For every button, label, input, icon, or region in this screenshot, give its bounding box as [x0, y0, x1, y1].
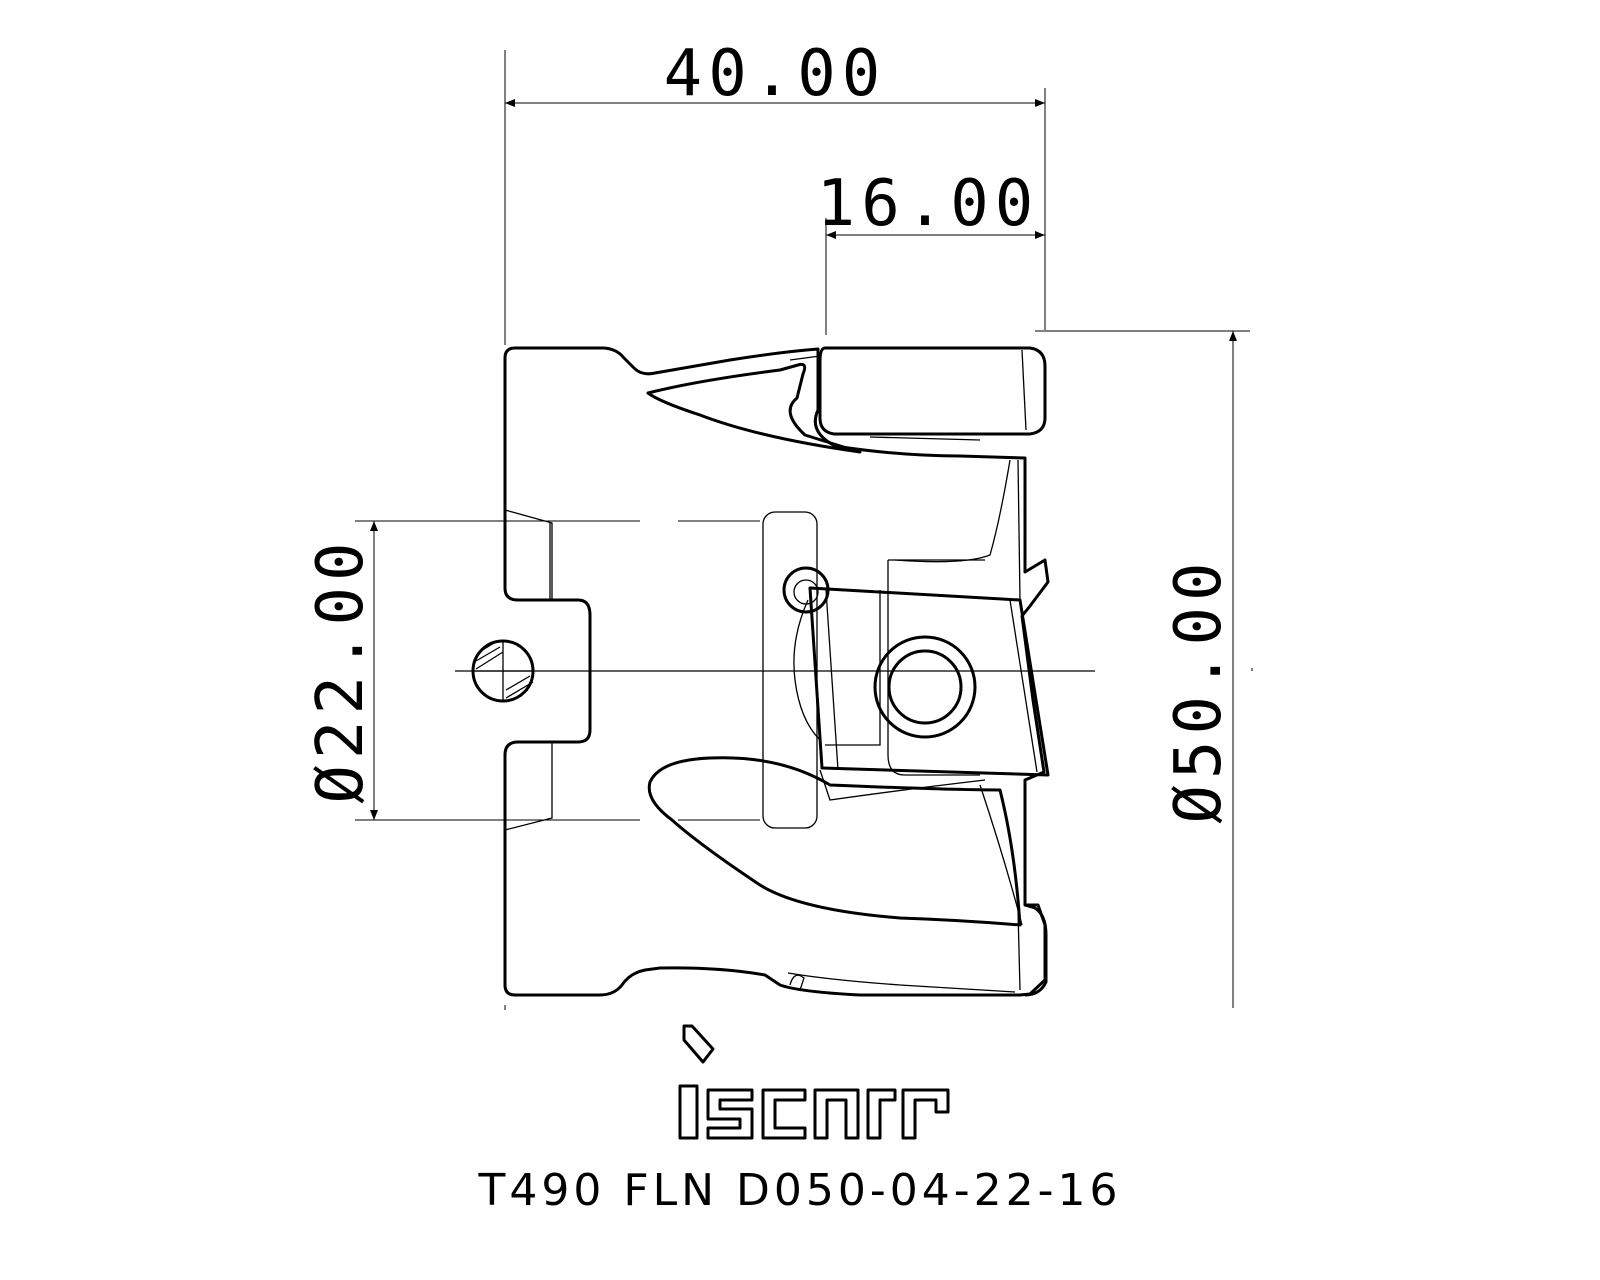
- dimension-insert-length-label: 16.00: [817, 167, 1040, 241]
- dimension-bore-diameter-label: Ø22.00: [304, 536, 378, 803]
- dimension-insert-length: 16.00: [817, 167, 1045, 335]
- insert-front: [808, 586, 1050, 777]
- product-designation: T490 FLN D050-04-22-16: [477, 1165, 1121, 1216]
- center-hole: [471, 639, 535, 703]
- insert-screw-outer: [873, 635, 977, 739]
- dimension-cutting-diameter-label: Ø50.00: [1162, 556, 1236, 823]
- dimension-cutting-diameter: Ø50.00: [1035, 330, 1253, 1008]
- clamp-pin-outer: [782, 566, 830, 614]
- dimension-overall-length-label: 40.00: [664, 37, 887, 111]
- iscar-logo: [678, 1024, 950, 1140]
- body-outline: [503, 346, 1050, 997]
- flute-upper: [646, 362, 862, 454]
- insert-bottom: [1024, 903, 1048, 997]
- insert-screw-inner: [887, 649, 963, 725]
- cutter-body: [455, 346, 1095, 1010]
- dimension-overall-length: 40.00: [504, 37, 1046, 345]
- clamp-pin-inner: [793, 579, 819, 605]
- dimension-bore-diameter: Ø22.00: [304, 520, 760, 821]
- coolant-slot: [762, 511, 818, 829]
- insert-top: [818, 346, 1047, 436]
